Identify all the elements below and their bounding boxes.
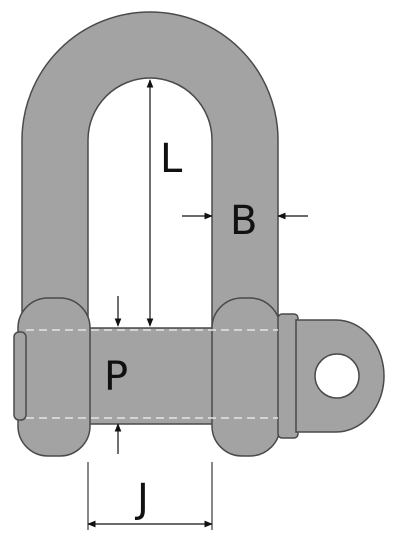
left-eye-boss: [17, 297, 91, 457]
label-L: L: [160, 136, 183, 182]
label-J: J: [134, 476, 149, 522]
shackle-bow: [21, 11, 279, 331]
label-P: P: [104, 354, 128, 400]
label-B: B: [230, 198, 257, 244]
right-eye-boss: [211, 297, 281, 457]
pin-eye-hole: [314, 353, 360, 399]
pin-collar: [277, 313, 299, 439]
pin-end-cap: [13, 331, 27, 421]
